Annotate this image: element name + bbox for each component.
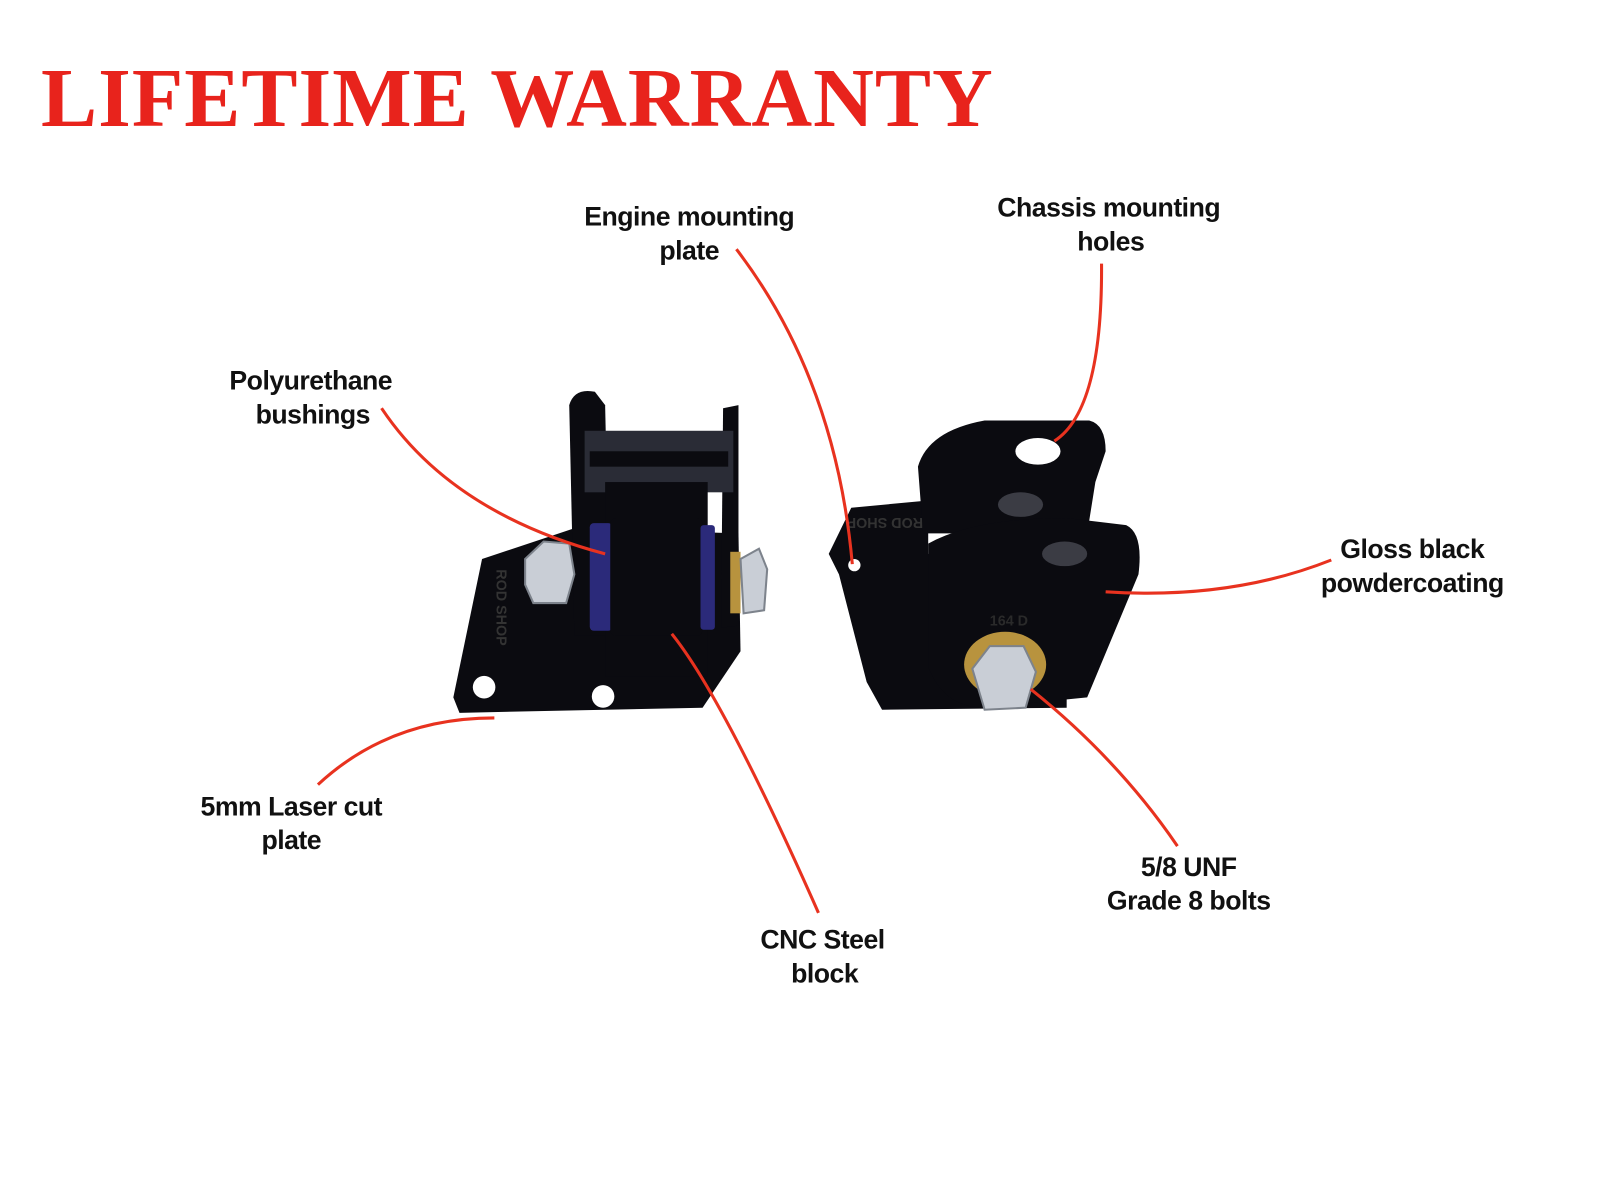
callout-line: bushings bbox=[256, 400, 370, 430]
callout-powdercoat: Gloss black powdercoating bbox=[1321, 534, 1504, 598]
callout-line: holes bbox=[1077, 226, 1144, 256]
callout-chassis-holes: Chassis mounting holes bbox=[997, 192, 1220, 256]
callout-line: powdercoating bbox=[1321, 568, 1504, 598]
leader-chassis-holes bbox=[1053, 263, 1104, 443]
callout-line: Chassis mounting bbox=[997, 192, 1220, 222]
warranty-title: LIFETIME WARRANTY bbox=[41, 52, 994, 145]
callout-line: CNC Steel bbox=[760, 925, 884, 955]
callout-line: plate bbox=[659, 235, 719, 265]
callout-line: Engine mounting bbox=[584, 202, 794, 232]
leader-laser-plate bbox=[316, 716, 495, 786]
left-engine-mount: ROD SHOP bbox=[453, 391, 769, 713]
right-chassis-mount: ROD SHOP 164 D bbox=[828, 420, 1140, 711]
callout-line: 5mm Laser cut bbox=[201, 791, 383, 821]
brand-engraving-left: ROD SHOP bbox=[492, 569, 508, 646]
brand-engraving-right: ROD SHOP bbox=[846, 514, 923, 530]
leader-powdercoat bbox=[1105, 558, 1332, 595]
callout-steel-block: CNC Steel block bbox=[760, 925, 885, 989]
leader-steel-block bbox=[670, 632, 820, 914]
callout-line: plate bbox=[261, 825, 321, 855]
callout-line: Grade 8 bolts bbox=[1107, 886, 1271, 916]
leader-engine-plate bbox=[735, 248, 854, 565]
callout-engine-plate: Engine mounting plate bbox=[584, 202, 794, 266]
callout-line: 5/8 UNF bbox=[1141, 852, 1237, 882]
leader-bolts bbox=[1029, 688, 1179, 848]
callout-line: block bbox=[791, 959, 859, 989]
callout-line: Gloss black bbox=[1340, 534, 1485, 564]
callout-laser-plate: 5mm Laser cut plate bbox=[201, 791, 384, 855]
callout-line: Polyurethane bbox=[229, 366, 392, 396]
part-number-engraving: 164 D bbox=[990, 614, 1028, 630]
callout-bolts: 5/8 UNF Grade 8 bolts bbox=[1107, 852, 1271, 916]
leader-bushings bbox=[380, 407, 606, 556]
callout-bushings: Polyurethane bushings bbox=[229, 366, 392, 430]
